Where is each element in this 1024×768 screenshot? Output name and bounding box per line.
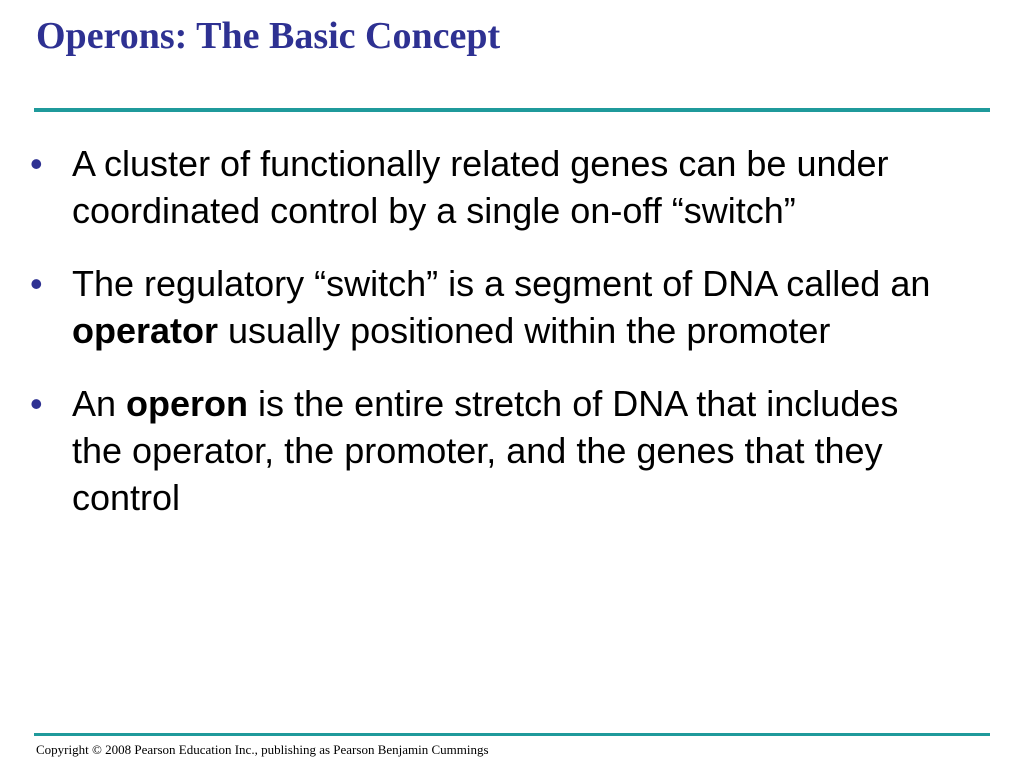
bullet-symbol: • <box>30 263 43 304</box>
bullet-text: is the entire stretch of DNA that includ… <box>72 383 899 518</box>
bullet-item: • A cluster of functionally related gene… <box>0 140 1024 234</box>
slide-title: Operons: The Basic Concept <box>36 15 501 57</box>
bullet-item: • An operon is the entire stretch of DNA… <box>0 380 1024 521</box>
bullet-text: The regulatory “switch” is a segment of … <box>72 263 931 304</box>
title-divider <box>34 108 990 112</box>
bullet-term-operator: operator <box>72 310 219 351</box>
copyright-footer: Copyright © 2008 Pearson Education Inc.,… <box>36 742 489 757</box>
bullet-list: • A cluster of functionally related gene… <box>0 140 1024 547</box>
bullet-symbol: • <box>30 383 43 424</box>
bullet-text: usually positioned within the promoter <box>218 310 831 351</box>
bullet-item: • The regulatory “switch” is a segment o… <box>0 260 1024 354</box>
bullet-text: An <box>72 383 127 424</box>
footer-divider <box>34 733 990 736</box>
bullet-text: A cluster of functionally related genes … <box>72 143 889 231</box>
bullet-term-operon: operon <box>126 383 249 424</box>
bullet-symbol: • <box>30 143 43 184</box>
